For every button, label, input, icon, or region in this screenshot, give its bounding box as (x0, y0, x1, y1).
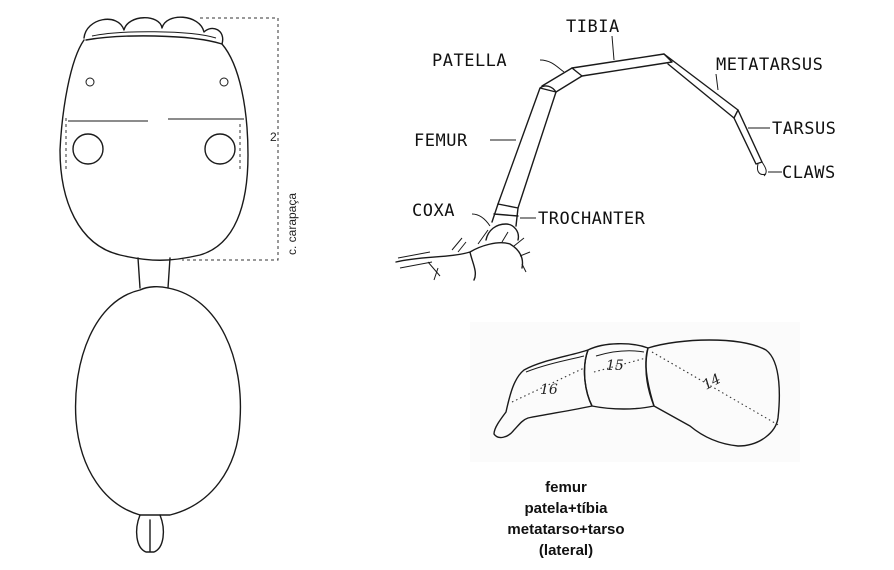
tarsus-segment (734, 110, 762, 164)
leader-coxa (472, 214, 490, 226)
leg-diagram: TIBIA PATELLA METATARSUS TARSUS FEMUR CL… (396, 17, 836, 280)
pedicel (138, 258, 170, 288)
femur-segment (498, 86, 556, 208)
tibia-segment (572, 54, 672, 76)
carapace-measure-label: c. carapaça (285, 193, 299, 255)
lateral-number-15: 15 (606, 358, 624, 374)
leg-setae (398, 230, 530, 280)
carapace-outline (60, 40, 248, 260)
chelicera-base (86, 36, 222, 44)
coxa-segment (486, 224, 518, 240)
label-metatarsus: METATARSUS (716, 55, 823, 75)
caption-line-4: (lateral) (539, 542, 593, 559)
label-tarsus: TARSUS (772, 119, 836, 139)
lateral-leg-panel (470, 322, 800, 462)
patella-segment (542, 68, 582, 92)
leader-tibia (612, 36, 614, 60)
coxa-body-fragment (396, 243, 523, 280)
leader-metatarsus (716, 74, 718, 90)
spinnerets (137, 515, 164, 552)
lateral-leg-drawing: 16 15 14 (470, 322, 800, 462)
carapace-segment-number: 2 (270, 130, 277, 144)
lateral-caption: femur patela+tíbia metatarso+tarso (late… (507, 479, 624, 559)
carapace-measure-bracket (182, 18, 278, 260)
label-claws: CLAWS (782, 163, 836, 183)
label-patella: PATELLA (432, 51, 507, 71)
label-femur: FEMUR (414, 131, 468, 151)
leader-patella (540, 60, 564, 72)
eye-left (73, 134, 103, 164)
eye-right (205, 134, 235, 164)
abdomen-outline (76, 287, 241, 515)
dorsal-body-drawing: 2 c. carapaça (60, 17, 299, 552)
caption-line-1: femur (545, 479, 587, 496)
ocellus-right (220, 78, 228, 86)
label-coxa: COXA (412, 201, 455, 221)
trochanter-segment (492, 204, 518, 226)
claws-shape (757, 162, 766, 176)
caption-line-3: metatarso+tarso (507, 521, 624, 538)
caption-line-2: patela+tíbia (525, 500, 609, 517)
lateral-number-16: 16 (540, 382, 558, 398)
ocellus-left (86, 78, 94, 86)
label-tibia: TIBIA (566, 17, 620, 37)
label-trochanter: TROCHANTER (538, 209, 646, 229)
